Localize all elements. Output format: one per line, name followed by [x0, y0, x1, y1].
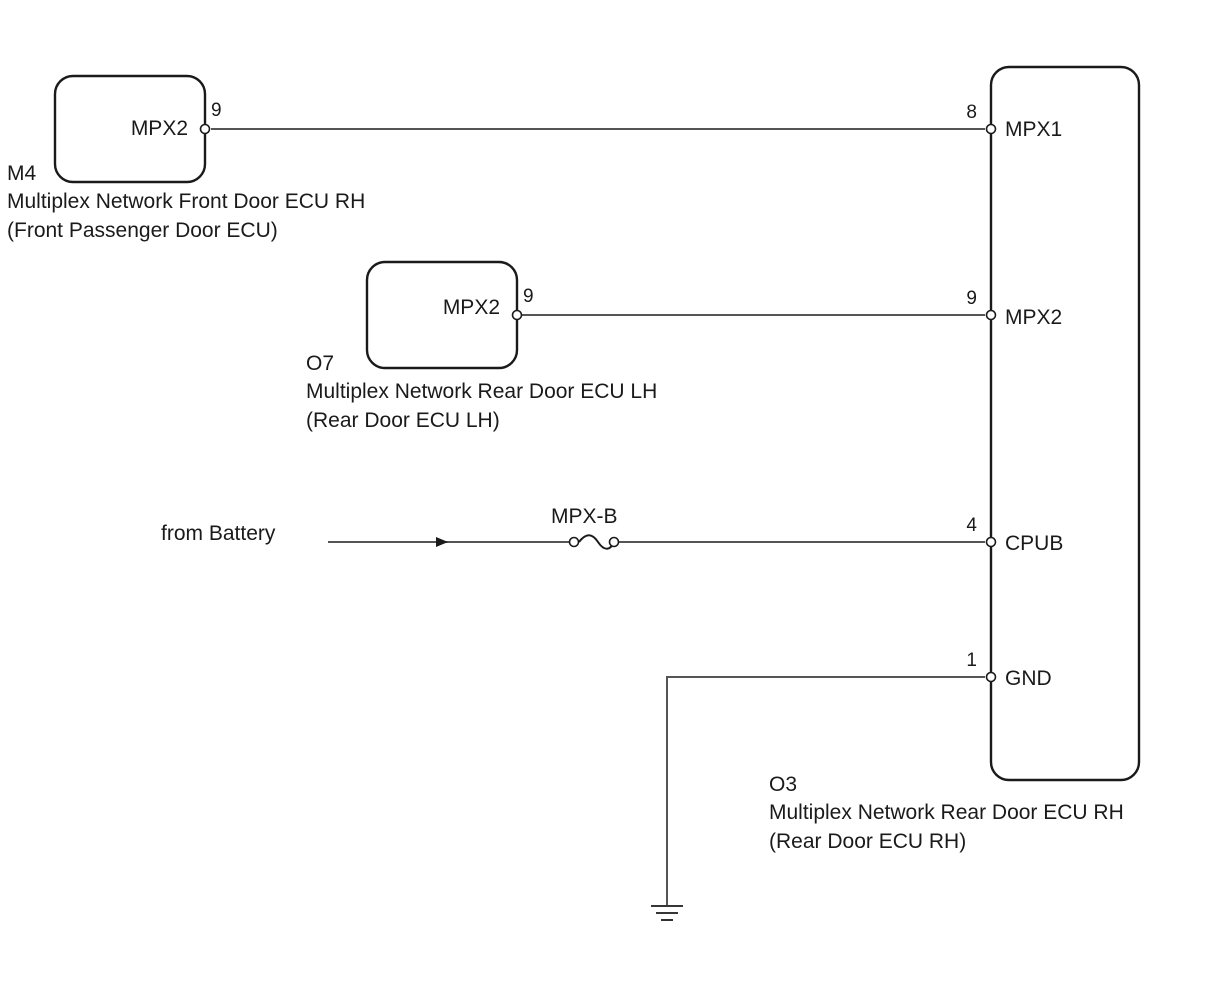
o7-pin-number: 9: [523, 286, 534, 307]
o3-ecu-box: [989, 65, 1141, 782]
fuse-icon: [568, 534, 620, 550]
o3-terminal-icon: [985, 123, 997, 135]
o3-terminal-label: CPUB: [1005, 532, 1063, 555]
fuse-label: MPX-B: [551, 505, 618, 528]
m4-name: Multiplex Network Front Door ECU RH: [7, 190, 365, 213]
o7-terminal-label: MPX2: [443, 296, 500, 319]
o3-terminal-icon: [985, 536, 997, 548]
o3-pin-number: 8: [966, 102, 977, 123]
o3-terminal-label: MPX1: [1005, 118, 1062, 141]
o3-terminal-label: GND: [1005, 667, 1052, 690]
o7-code: O7: [306, 352, 334, 375]
o3-pin-number: 9: [966, 288, 977, 309]
arrow-icon: [436, 537, 448, 547]
battery-label: from Battery: [161, 522, 276, 545]
m4-terminal-label: MPX2: [131, 117, 188, 140]
o3-alt-name: (Rear Door ECU RH): [769, 830, 966, 853]
m4-alt-name: (Front Passenger Door ECU): [7, 219, 278, 242]
o7-alt-name: (Rear Door ECU LH): [306, 409, 500, 432]
m4-code: M4: [7, 162, 36, 185]
o3-name: Multiplex Network Rear Door ECU RH: [769, 801, 1124, 824]
o3-pin-number: 4: [966, 515, 977, 536]
wire-o3-gnd-to-ground: [666, 676, 985, 905]
o3-code: O3: [769, 773, 797, 796]
m4-pin-number: 9: [211, 100, 222, 121]
o7-name: Multiplex Network Rear Door ECU LH: [306, 380, 657, 403]
ground-icon: [651, 905, 683, 921]
m4-terminal-icon: [199, 123, 211, 135]
o3-terminal-icon: [985, 671, 997, 683]
o3-terminal-icon: [985, 309, 997, 321]
o3-terminal-label: MPX2: [1005, 306, 1062, 329]
o3-pin-number: 1: [966, 650, 977, 671]
o7-terminal-icon: [511, 309, 523, 321]
